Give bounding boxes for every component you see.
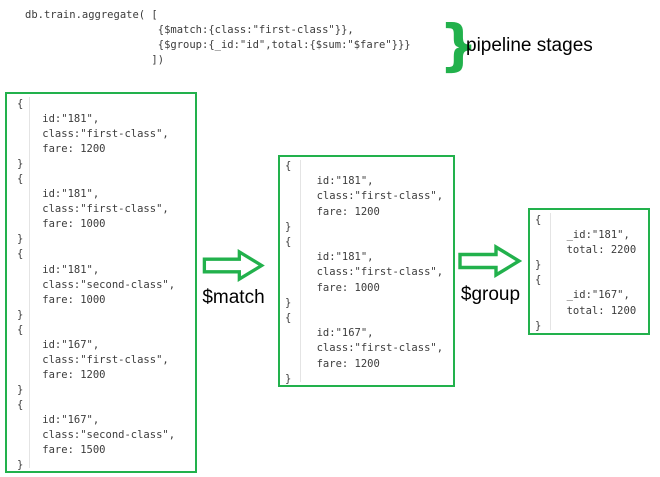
input-documents-code: { id:"181", class:"first-class", fare: 1… bbox=[17, 98, 176, 472]
grouped-result-box: { _id:"181", total: 2200 } { _id:"167", … bbox=[528, 208, 650, 335]
matched-documents-box: { id:"181", class:"first-class", fare: 1… bbox=[278, 155, 455, 387]
pipeline-brace-icon: } bbox=[439, 13, 479, 77]
pipeline-stages-label: pipeline stages bbox=[466, 35, 593, 56]
match-arrow-icon bbox=[202, 249, 265, 282]
aggregate-query-code: db.train.aggregate( [ {$match:{class:"fi… bbox=[25, 9, 411, 66]
indent-guide bbox=[300, 160, 301, 382]
indent-guide bbox=[550, 213, 551, 330]
group-stage-label: $group bbox=[460, 284, 521, 305]
input-documents-box: { id:"181", class:"first-class", fare: 1… bbox=[5, 92, 197, 473]
matched-documents-code: { id:"181", class:"first-class", fare: 1… bbox=[285, 160, 444, 385]
group-arrow-icon bbox=[458, 244, 522, 278]
match-stage-label: $match bbox=[202, 287, 265, 308]
grouped-result-code: { _id:"181", total: 2200 } { _id:"167", … bbox=[535, 214, 637, 332]
indent-guide bbox=[29, 97, 30, 468]
